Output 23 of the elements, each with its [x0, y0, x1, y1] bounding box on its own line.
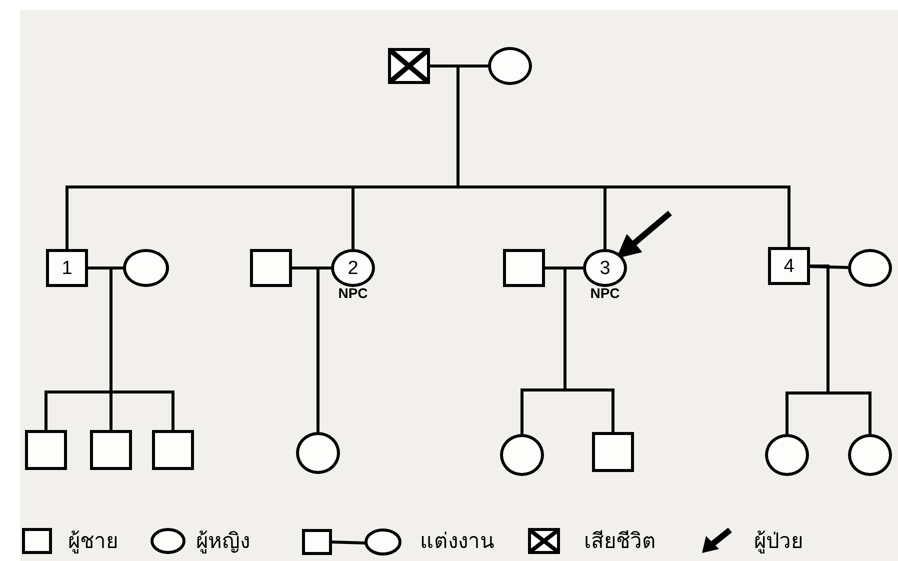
male-square — [768, 247, 810, 285]
legend-label: ผู้หญิง — [196, 530, 250, 554]
male-square — [46, 249, 88, 287]
legend-label: ผู้ชาย — [68, 530, 118, 554]
male-square — [250, 249, 292, 287]
male-square — [152, 430, 194, 470]
connector-line — [316, 266, 331, 432]
legend-label: เสียชีวิต — [584, 530, 656, 554]
individual-number: 3 — [600, 258, 610, 278]
proband-arrow — [616, 210, 672, 258]
male-square — [592, 432, 634, 472]
connector-line — [810, 265, 848, 269]
male-square — [503, 249, 545, 287]
male-square — [90, 430, 132, 470]
legend-label: ผู้ป่วย — [754, 530, 803, 554]
individual-number: 4 — [784, 256, 794, 276]
male-square — [25, 430, 67, 470]
individual-number: 2 — [348, 258, 358, 278]
diagnosis-label: NPC — [590, 286, 620, 300]
diagnosis-label: NPC — [338, 286, 368, 300]
deceased-male-square — [388, 48, 430, 84]
legend-label: แต่งงาน — [420, 530, 494, 554]
individual-number: 1 — [62, 258, 72, 278]
